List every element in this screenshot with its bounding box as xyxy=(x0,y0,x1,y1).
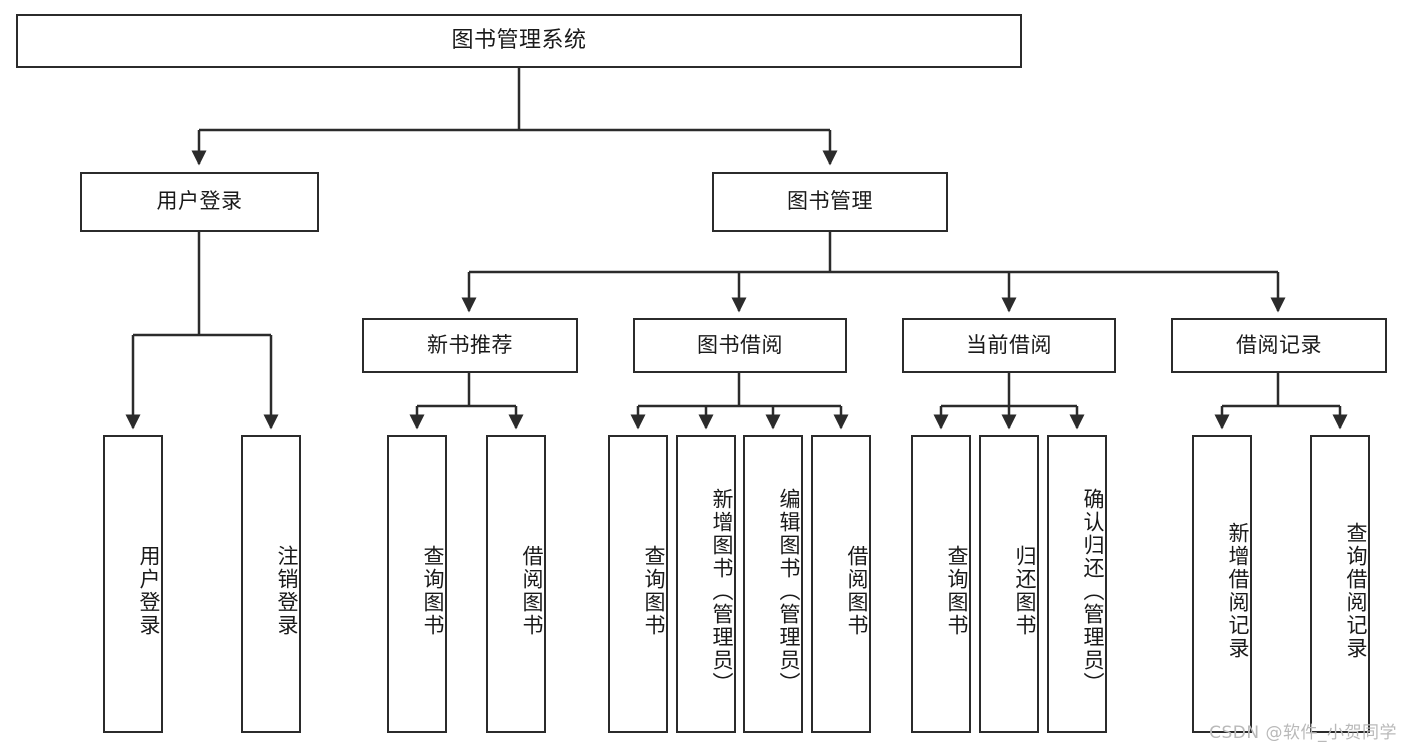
node-label: 借阅记录 xyxy=(1236,332,1322,357)
leaf-user-login[interactable]: 用户登录 xyxy=(103,435,163,733)
node-user-login[interactable]: 用户登录 xyxy=(80,172,319,232)
leaf-query-borrow-record[interactable]: 查询借阅记录 xyxy=(1310,435,1370,733)
node-label: 查询借阅记录 xyxy=(1344,522,1368,660)
node-label: 查询图书 xyxy=(945,545,969,637)
leaf-query-book-current[interactable]: 查询图书 xyxy=(911,435,971,733)
node-book-borrow[interactable]: 图书借阅 xyxy=(633,318,847,373)
node-borrow-record[interactable]: 借阅记录 xyxy=(1171,318,1387,373)
leaf-borrow-book-recommend[interactable]: 借阅图书 xyxy=(486,435,546,733)
node-label: 图书管理系统 xyxy=(451,27,587,53)
leaf-confirm-return[interactable]: 确认归还（管理员） xyxy=(1047,435,1107,733)
csdn-watermark: CSDN @软件_小贺同学 xyxy=(1209,723,1397,743)
node-label: 图书管理 xyxy=(787,189,873,214)
node-label: 编辑图书（管理员） xyxy=(777,487,801,695)
node-book-manage[interactable]: 图书管理 xyxy=(712,172,948,232)
node-root-system[interactable]: 图书管理系统 xyxy=(16,14,1022,68)
node-label: 新增图书（管理员） xyxy=(710,487,734,695)
node-label: 确认归还（管理员） xyxy=(1081,487,1105,695)
node-label: 借阅图书 xyxy=(845,545,869,637)
node-label: 用户登录 xyxy=(156,189,243,214)
node-current-borrow[interactable]: 当前借阅 xyxy=(902,318,1116,373)
node-label: 查询图书 xyxy=(642,545,666,637)
leaf-logout-login[interactable]: 注销登录 xyxy=(241,435,301,733)
node-new-book-recommend[interactable]: 新书推荐 xyxy=(362,318,578,373)
node-label: 查询图书 xyxy=(421,545,445,637)
leaf-return-book[interactable]: 归还图书 xyxy=(979,435,1039,733)
leaf-borrow-book[interactable]: 借阅图书 xyxy=(811,435,871,733)
leaf-add-borrow-record[interactable]: 新增借阅记录 xyxy=(1192,435,1252,733)
node-label: 图书借阅 xyxy=(697,332,783,357)
leaf-add-book[interactable]: 新增图书（管理员） xyxy=(676,435,736,733)
leaf-query-book-recommend[interactable]: 查询图书 xyxy=(387,435,447,733)
node-label: 归还图书 xyxy=(1013,545,1037,637)
node-label: 借阅图书 xyxy=(520,545,544,637)
node-label: 新书推荐 xyxy=(427,332,513,357)
node-label: 当前借阅 xyxy=(966,332,1052,357)
leaf-edit-book[interactable]: 编辑图书（管理员） xyxy=(743,435,803,733)
node-label: 注销登录 xyxy=(275,545,299,637)
node-label: 用户登录 xyxy=(137,545,161,637)
node-label: 新增借阅记录 xyxy=(1226,522,1250,660)
leaf-query-book-borrow[interactable]: 查询图书 xyxy=(608,435,668,733)
